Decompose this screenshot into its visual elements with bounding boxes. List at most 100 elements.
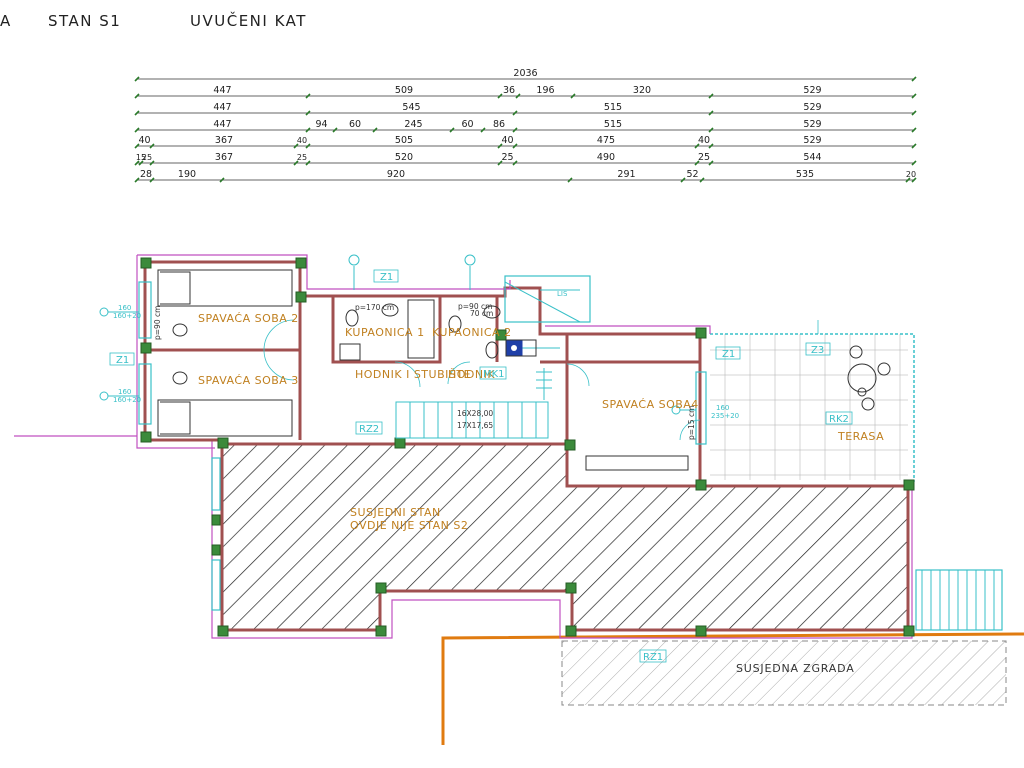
- dimension-tick: [149, 177, 155, 183]
- dimension-value: 544: [803, 152, 821, 163]
- dimension-tick: [449, 127, 455, 133]
- tag-box-z1-top: [373, 269, 399, 283]
- dimension-value: 190: [178, 169, 196, 180]
- dimension-value: 25: [142, 153, 152, 162]
- dimension-tick: [219, 177, 225, 183]
- note-window-b4-a: 160: [716, 404, 729, 412]
- dimension-tick: [708, 127, 714, 133]
- note-door-b2: p=90 cm: [153, 306, 162, 340]
- tag-rz1: RZ1: [643, 652, 663, 663]
- dimension-tick: [293, 143, 299, 149]
- dimension-value: 245: [404, 119, 422, 130]
- header-unit: STAN S1: [48, 12, 122, 30]
- property-boundary-line: [441, 632, 1024, 745]
- room-label-bedroom-3: SPAVAĆA SOBA 3: [198, 374, 299, 387]
- dimension-tick: [149, 160, 155, 166]
- dimension-tick: [911, 127, 917, 133]
- dimension-tick: [134, 110, 140, 116]
- tag-box-z1-right: [715, 346, 741, 360]
- dimension-tick: [293, 160, 299, 166]
- dimension-value: 529: [803, 85, 821, 96]
- note-stair-2: 17X17,65: [457, 421, 493, 430]
- dimension-value: 20: [906, 170, 916, 179]
- note-door-bath2-a: p=90 cm: [458, 302, 492, 311]
- room-label-bathroom-2: KUPAONICA 2: [432, 326, 512, 339]
- windows: [138, 275, 707, 611]
- dimension-tick: [911, 177, 917, 183]
- dimension-tick: [134, 160, 140, 166]
- tag-box-mk1: [479, 366, 507, 380]
- dimension-tick: [512, 160, 518, 166]
- dimension-value: 40: [138, 135, 150, 146]
- staircase: [395, 281, 581, 439]
- room-label-bathroom-1: KUPAONICA 1: [345, 326, 425, 339]
- dimension-value: 25: [698, 152, 710, 163]
- dimension-value: 529: [803, 102, 821, 113]
- dimension-tick: [497, 93, 503, 99]
- note-window-b3-a: 160: [118, 388, 131, 396]
- apartment-outline: [14, 254, 711, 449]
- dimension-value: 40: [297, 136, 307, 145]
- dimension-tick: [708, 143, 714, 149]
- dimension-tick: [911, 76, 917, 82]
- dimension-value: 60: [461, 119, 473, 130]
- dimension-tick: [134, 177, 140, 183]
- tag-box-rz2: [355, 421, 383, 435]
- room-label-bedroom-4: SPAVAĆA SOBA4: [602, 398, 699, 411]
- dimension-tick: [708, 160, 714, 166]
- tag-z1-top: Z1: [380, 272, 393, 283]
- note-window-b4-b: 235+20: [711, 412, 739, 420]
- dimension-tick: [372, 127, 378, 133]
- dimension-value: 60: [349, 119, 361, 130]
- room-label-hall-suffix: HODNIK: [448, 368, 495, 381]
- dimension-tick: [512, 127, 518, 133]
- dimension-tick: [134, 76, 140, 82]
- dimension-value: 505: [395, 135, 413, 146]
- dimension-value: 36: [503, 85, 515, 96]
- dimension-tick: [480, 127, 486, 133]
- dimension-tick: [138, 160, 144, 166]
- room-label-neighbor-note: OVDJE NIJE STAN S2: [350, 519, 468, 532]
- dimension-tick: [305, 110, 311, 116]
- tag-box-rk2: [825, 411, 853, 425]
- dimension-value: 2036: [513, 68, 537, 79]
- tag-z1-left: Z1: [116, 355, 129, 366]
- door-swings: [263, 319, 819, 441]
- dimension-tick: [512, 110, 518, 116]
- room-label-terrace: TERASA: [837, 430, 884, 443]
- note-window-b2-a: 160: [118, 304, 131, 312]
- dimension-value: 291: [617, 169, 635, 180]
- dimension-tick: [497, 160, 503, 166]
- dimension-value: 25: [297, 153, 307, 162]
- dimension-value: 40: [698, 135, 710, 146]
- dimension-tick: [911, 110, 917, 116]
- fixture-symbols-cyan: [99, 254, 696, 415]
- tag-z3: Z3: [811, 345, 824, 356]
- dimension-value: 515: [604, 119, 622, 130]
- dimension-tick: [911, 93, 917, 99]
- dimension-tick: [694, 160, 700, 166]
- note-window-b2-b: 160+20: [113, 312, 141, 320]
- dimension-value: 490: [597, 152, 615, 163]
- note-stair-1: 16X28,00: [457, 409, 493, 418]
- neighbor-building-area: [561, 640, 1007, 706]
- dimension-tick: [905, 177, 911, 183]
- note-door-b4: p=15 cm: [687, 406, 696, 440]
- dimension-tick: [305, 160, 311, 166]
- dimension-tick: [567, 177, 573, 183]
- terrace-table-icon: [847, 345, 891, 411]
- tag-box-z3: [805, 342, 831, 356]
- dimension-value: 447: [213, 119, 231, 130]
- room-label-hall: HODNIK I STUBIŠTE: [355, 368, 471, 381]
- tag-mk1: MK1: [483, 369, 505, 380]
- dimension-tick: [708, 93, 714, 99]
- room-label-neighbor-building: SUSJEDNA ZGRADA: [736, 662, 855, 675]
- dimension-tick: [911, 160, 917, 166]
- terrace-edge: [710, 333, 915, 482]
- dimension-value: 920: [387, 169, 405, 180]
- dimension-value: 529: [803, 119, 821, 130]
- tag-rz2: RZ2: [359, 424, 379, 435]
- dimension-value: 94: [315, 119, 327, 130]
- dimension-value: 529: [803, 135, 821, 146]
